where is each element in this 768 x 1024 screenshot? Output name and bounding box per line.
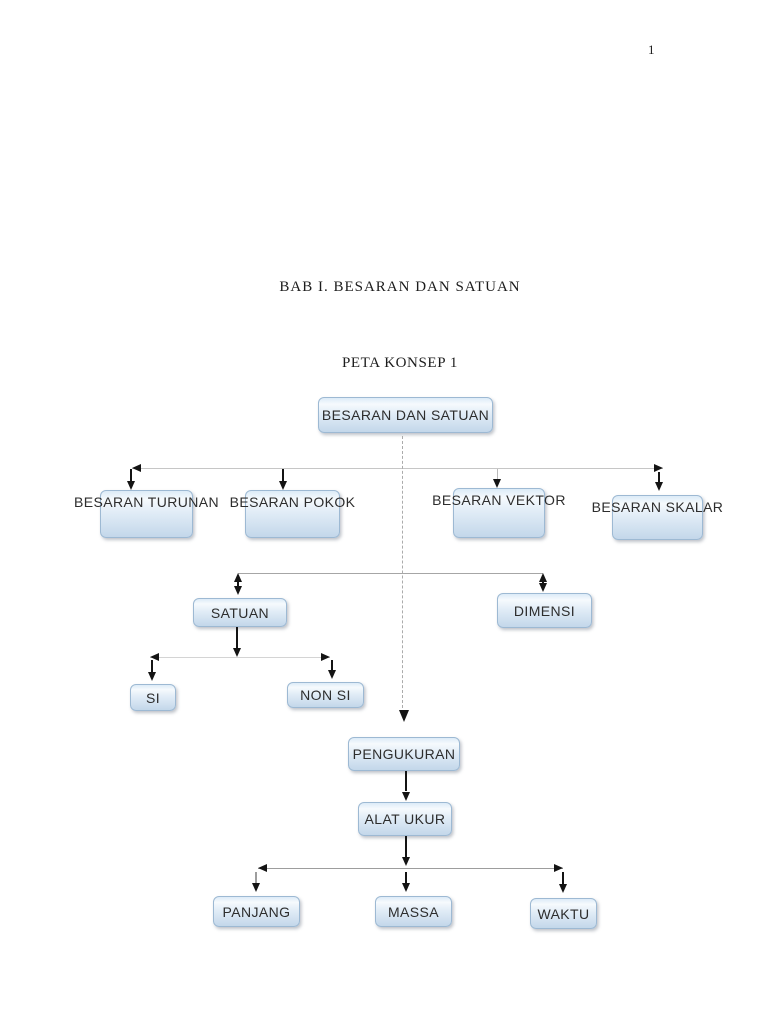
node-dimensi: DIMENSI bbox=[497, 593, 592, 628]
connector-stem bbox=[236, 627, 238, 649]
node-besaran-dan-satuan: BESARAN DAN SATUAN bbox=[318, 397, 493, 433]
connector-stem bbox=[255, 872, 257, 884]
node-besaran-pokok: BESARAN POKOK bbox=[230, 490, 355, 538]
connector-stem bbox=[282, 469, 284, 482]
arrow-down bbox=[328, 670, 336, 679]
node-label: ALAT UKUR bbox=[364, 811, 446, 827]
node-label: SI bbox=[145, 689, 161, 706]
connector-stem bbox=[151, 660, 153, 673]
arrow-right bbox=[554, 864, 563, 872]
arrow-down bbox=[234, 586, 242, 595]
arrow-down bbox=[402, 857, 410, 866]
arrow-up bbox=[234, 573, 242, 582]
arrow-down bbox=[233, 648, 241, 657]
connector-stem bbox=[562, 872, 564, 884]
connector-stem bbox=[405, 836, 407, 857]
connector-stem bbox=[658, 472, 660, 482]
arrow-down bbox=[559, 884, 567, 893]
connector-row4-line bbox=[258, 868, 563, 869]
connector-stem bbox=[405, 872, 407, 884]
arrow-down bbox=[539, 583, 547, 592]
connector-stem bbox=[405, 771, 407, 791]
node-label: PANJANG bbox=[222, 903, 291, 920]
arrow-down bbox=[402, 883, 410, 892]
connector-row1-line bbox=[132, 468, 663, 469]
node-label: BESARAN VEKTOR bbox=[432, 492, 566, 508]
node-panjang: PANJANG bbox=[213, 896, 300, 927]
node-si: SI bbox=[130, 684, 176, 711]
page-number: 1 bbox=[648, 42, 655, 57]
connector-stem bbox=[497, 469, 498, 480]
arrow-down bbox=[127, 481, 135, 490]
connector-row2-line bbox=[238, 573, 543, 574]
node-satuan: SATUAN bbox=[193, 598, 287, 627]
node-label: DIMENSI bbox=[513, 602, 576, 619]
arrow-down bbox=[493, 479, 501, 488]
arrow-right bbox=[654, 464, 663, 472]
arrow-down bbox=[402, 792, 410, 801]
arrow-right bbox=[321, 653, 330, 661]
arrow-down bbox=[252, 883, 260, 892]
node-label: SATUAN bbox=[210, 604, 270, 621]
node-label: MASSA bbox=[387, 903, 439, 920]
node-non-si: NON SI bbox=[287, 682, 364, 708]
arrow-left bbox=[132, 464, 141, 472]
connector-stem bbox=[130, 469, 132, 482]
connector-stem bbox=[331, 660, 333, 671]
arrow-down bbox=[148, 672, 156, 681]
chapter-title: BAB I. BESARAN DAN SATUAN bbox=[279, 279, 521, 295]
node-label: WAKTU bbox=[537, 905, 590, 922]
arrow-left bbox=[150, 653, 159, 661]
node-label: BESARAN POKOK bbox=[229, 494, 356, 510]
node-label: NON SI bbox=[300, 687, 351, 703]
connector-stem bbox=[237, 580, 239, 588]
connector-dashed-trunk bbox=[402, 436, 403, 708]
node-besaran-turunan: BESARAN TURUNAN bbox=[74, 490, 219, 538]
arrow-down bbox=[279, 481, 287, 490]
node-label: BESARAN TURUNAN bbox=[74, 494, 219, 510]
node-alat-ukur: ALAT UKUR bbox=[358, 802, 452, 836]
arrow-down bbox=[655, 482, 663, 491]
node-label: BESARAN DAN SATUAN bbox=[321, 407, 490, 423]
node-massa: MASSA bbox=[375, 896, 452, 927]
node-waktu: WAKTU bbox=[530, 898, 597, 929]
node-besaran-skalar: BESARAN SKALAR bbox=[592, 495, 723, 540]
arrow-down bbox=[399, 710, 409, 722]
node-pengukuran: PENGUKURAN bbox=[348, 737, 460, 771]
connector-row3-line bbox=[150, 657, 330, 658]
node-besaran-vektor: BESARAN VEKTOR bbox=[432, 488, 565, 538]
node-label: PENGUKURAN bbox=[352, 746, 456, 762]
node-label: BESARAN SKALAR bbox=[591, 499, 724, 515]
concept-map-title: PETA KONSEP 1 bbox=[341, 355, 459, 371]
arrow-up bbox=[539, 573, 547, 582]
arrow-left bbox=[258, 864, 267, 872]
